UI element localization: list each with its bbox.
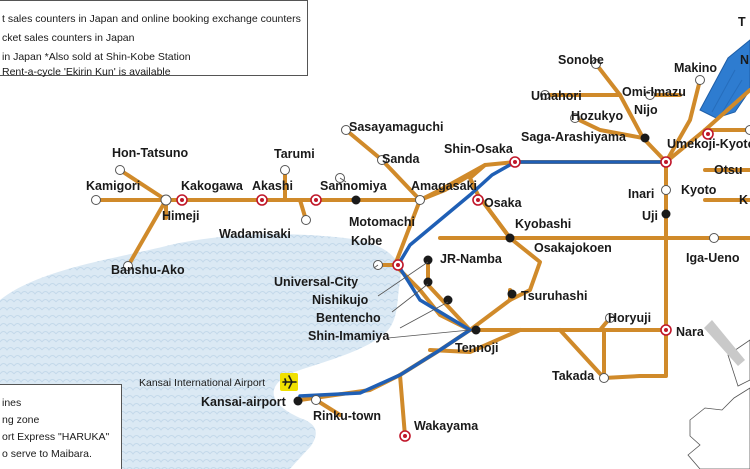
label-makino: Makino (674, 61, 717, 75)
label-takada: Takada (552, 369, 595, 383)
label-kansai-international-airport: Kansai International Airport (139, 377, 265, 389)
legend-bottom: ines ng zone ort Express "HARUKA" o serv… (0, 384, 122, 469)
label-tsuruhashi: Tsuruhashi (521, 289, 587, 303)
station-dot-icon (91, 59, 750, 405)
label-umahori: Umahori (531, 89, 582, 103)
station-markers (91, 59, 750, 442)
label-kyobashi: Kyobashi (515, 217, 571, 231)
legend-top-line4: Rent-a-cycle 'Ekirin Kun' is available (2, 66, 171, 78)
legend-bottom-line2: ng zone (2, 414, 40, 426)
label-iga-ueno: Iga-Ueno (686, 251, 740, 265)
station-labels: Hon-Tatsuno Kamigori Kakogawa Akashi Tar… (86, 15, 750, 433)
label-universal-city: Universal-City (274, 275, 358, 289)
label-akashi: Akashi (252, 179, 293, 193)
label-motomachi: Motomachi (349, 215, 415, 229)
label-himeji: Himeji (162, 209, 200, 223)
label-amagasaki: Amagasaki (411, 179, 477, 193)
label-hozukyo: Hozukyo (571, 109, 623, 123)
label-kamigori: Kamigori (86, 179, 140, 193)
japan-inset-arrow (704, 320, 745, 366)
label-sasayamaguchi: Sasayamaguchi (349, 120, 444, 134)
legend-top: t sales counters in Japan and online boo… (0, 0, 308, 78)
label-sanda: Sanda (382, 152, 421, 166)
label-nishikujo: Nishikujo (312, 293, 369, 307)
japan-inset-map (687, 387, 750, 469)
label-jr-namba: JR-Namba (440, 252, 503, 266)
station-dot-black-icon (293, 133, 671, 406)
label-tennoji: Tennoji (455, 341, 499, 355)
label-osaka: Osaka (484, 196, 523, 210)
lake-biwa (699, 39, 750, 119)
label-nijo: Nijo (634, 103, 658, 117)
label-banshu-ako: Banshu-Ako (111, 263, 185, 277)
legend-bottom-line3: ort Express "HARUKA" (2, 431, 110, 443)
label-osakajokoen: Osakajokoen (534, 241, 612, 255)
label-otsu: Otsu (714, 163, 742, 177)
label-kakogawa: Kakogawa (181, 179, 244, 193)
label-omi-imazu: Omi-Imazu (622, 85, 686, 99)
label-bentencho: Bentencho (316, 311, 381, 325)
airplane-icon (280, 373, 298, 391)
label-nara: Nara (676, 325, 705, 339)
label-cut-k: K (739, 193, 748, 207)
legend-top-line3: in Japan *Also sold at Shin-Kobe Station (2, 51, 191, 63)
coast-land (290, 428, 420, 469)
label-leaders (339, 177, 471, 339)
legend-top-line2: cket sales counters in Japan (2, 32, 135, 44)
label-kyoto: Kyoto (681, 183, 717, 197)
label-inari: Inari (628, 187, 654, 201)
label-tarumi: Tarumi (274, 147, 315, 161)
label-sonobe: Sonobe (558, 53, 604, 67)
label-horyuji: Horyuji (608, 311, 651, 325)
lake-biwa-edge (711, 69, 743, 117)
label-wadamisaki: Wadamisaki (219, 227, 291, 241)
legend-top-line1: t sales counters in Japan and online boo… (2, 13, 301, 25)
label-sannomiya: Sannomiya (320, 179, 388, 193)
label-shin-imamiya: Shin-Imamiya (308, 329, 390, 343)
label-umekoji-kyoto: Umekoji-Kyoto (667, 137, 750, 151)
label-wakayama: Wakayama (414, 419, 479, 433)
legend-bottom-line4: o serve to Maibara. (2, 448, 92, 460)
label-shin-osaka: Shin-Osaka (444, 142, 514, 156)
label-cut-n: N (740, 53, 749, 67)
label-hon-tatsuno: Hon-Tatsuno (112, 146, 189, 160)
star-marker-icon (176, 128, 714, 442)
label-saga-arashiyama: Saga-Arashiyama (521, 130, 627, 144)
label-rinku-town: Rinku-town (313, 409, 381, 423)
label-kobe: Kobe (351, 234, 382, 248)
label-cut-t: T (738, 15, 746, 29)
label-kansai-airport: Kansai-airport (201, 395, 287, 409)
label-uji: Uji (642, 209, 658, 223)
legend-bottom-line1: ines (2, 397, 22, 409)
